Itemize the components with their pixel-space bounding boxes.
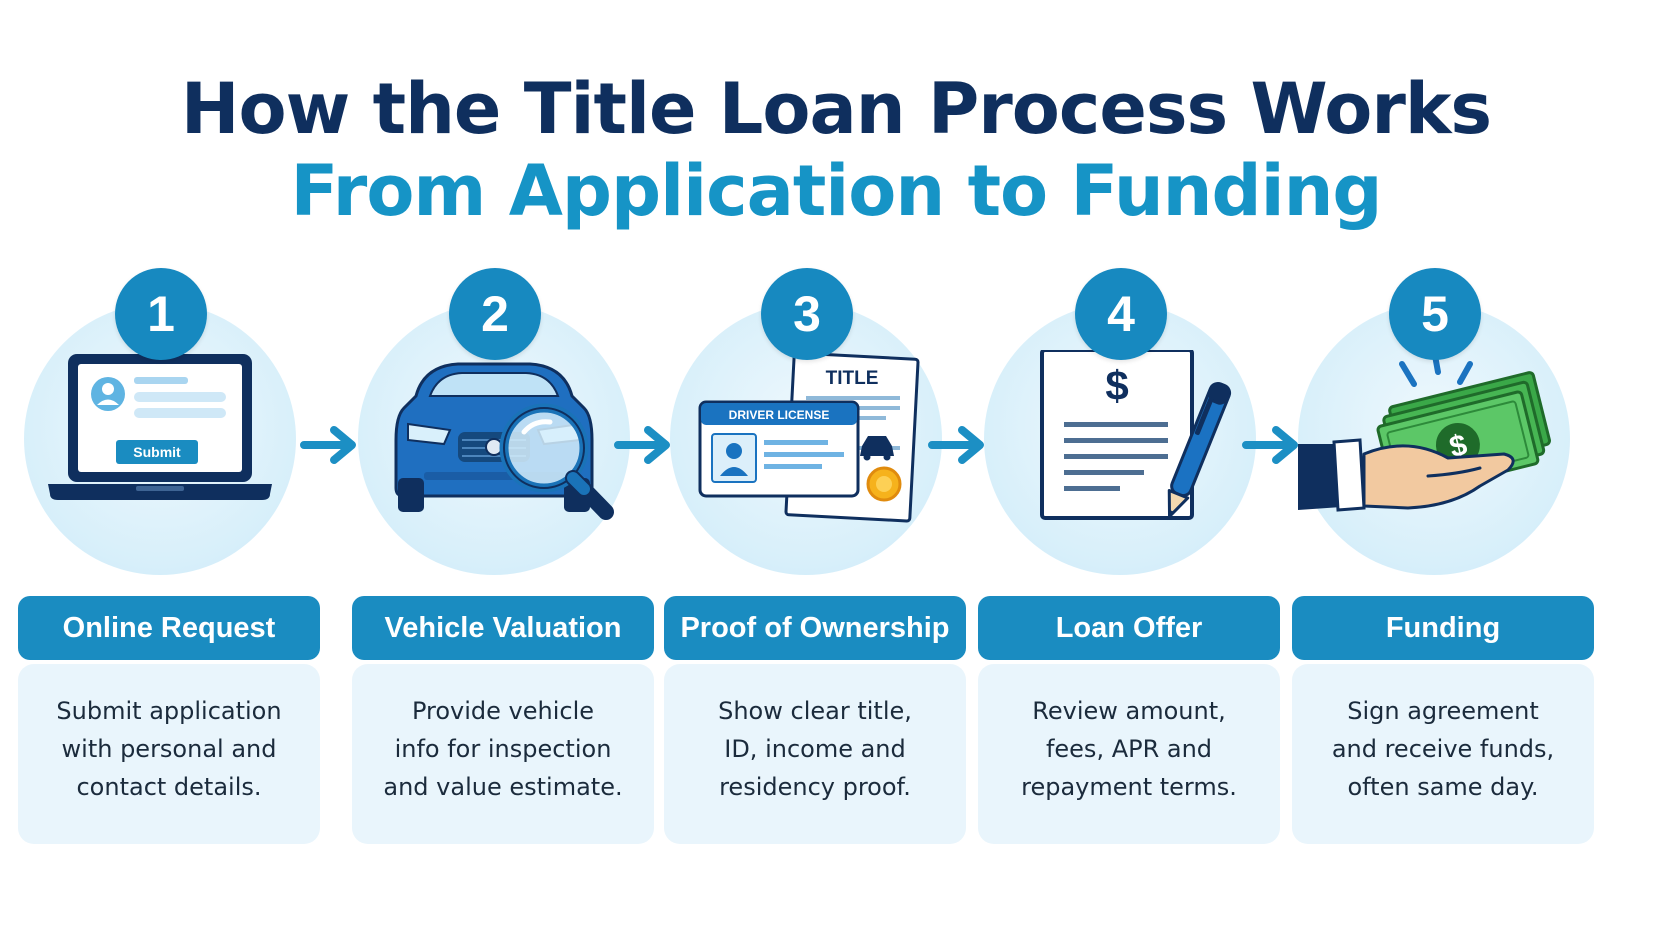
step-description: Review amount, fees, APR and repayment t… [978, 664, 1280, 844]
cash-in-hand-icon: $ [1298, 350, 1551, 512]
step-description: Submit application with personal and con… [18, 664, 320, 844]
step-label: Loan Offer [978, 596, 1280, 660]
step-label: Vehicle Valuation [352, 596, 654, 660]
description-line: ID, income and [724, 735, 906, 763]
description-line: often same day. [1347, 773, 1539, 801]
arrow-right-icon [928, 426, 984, 464]
step-number-badge: 1 [115, 268, 207, 360]
dollar-sign: $ [1105, 362, 1128, 409]
title-document-header: TITLE [826, 368, 879, 389]
description-line: with personal and [61, 735, 277, 763]
step-4-loan-offer: $ 4 Loan Offer Review amount, fees, APR … [960, 0, 1280, 940]
arrow-right-icon [1242, 426, 1298, 464]
step-description: Sign agreement and receive funds, often … [1292, 664, 1594, 844]
driver-license-header: DRIVER LICENSE [729, 408, 830, 422]
description-line: and receive funds, [1331, 735, 1555, 763]
description-line: Review amount, [1032, 697, 1226, 725]
description-line: Submit application [56, 697, 282, 725]
step-2-vehicle-valuation: 2 Vehicle Valuation Provide vehicle info… [334, 0, 654, 940]
step-number-badge: 3 [761, 268, 853, 360]
title-line-1: How the Title Loan Process Works [180, 68, 1492, 150]
step-label: Funding [1292, 596, 1594, 660]
description-line: residency proof. [719, 773, 911, 801]
description-line: and value estimate. [383, 773, 623, 801]
step-1-online-request: Submit 1 Online Request Submit applicati… [0, 0, 320, 940]
step-description: Show clear title, ID, income and residen… [664, 664, 966, 844]
car-magnifier-icon [394, 362, 614, 520]
description-line: fees, APR and [1045, 735, 1213, 763]
laptop-application-icon: Submit [48, 354, 272, 500]
title-and-license-icon: TITLE DRIVER LICENSE [698, 351, 920, 523]
description-line: Show clear title, [718, 697, 912, 725]
step-label: Proof of Ownership [664, 596, 966, 660]
submit-button-illustration [116, 440, 198, 464]
title-line-2: From Application to Funding [290, 150, 1382, 232]
description-line: Provide vehicle [411, 697, 595, 725]
step-number-badge: 2 [449, 268, 541, 360]
step-5-funding: $ 5 Funding Sign agreement and receive f… [1274, 0, 1594, 940]
step-number-badge: 4 [1075, 268, 1167, 360]
description-line: info for inspection [394, 735, 612, 763]
step-description: Provide vehicle info for inspection and … [352, 664, 654, 844]
loan-document-pen-icon: $ [1040, 350, 1232, 520]
description-line: Sign agreement [1347, 697, 1539, 725]
description-line: contact details. [76, 773, 262, 801]
arrow-right-icon [300, 426, 356, 464]
arrow-right-icon [614, 426, 670, 464]
submit-button-label: Submit [133, 444, 181, 460]
step-number-badge: 5 [1389, 268, 1481, 360]
step-label: Online Request [18, 596, 320, 660]
description-line: repayment terms. [1021, 773, 1237, 801]
step-3-proof-of-ownership: TITLE DRIVER LICENSE 3 Proof of Ownershi… [646, 0, 966, 940]
